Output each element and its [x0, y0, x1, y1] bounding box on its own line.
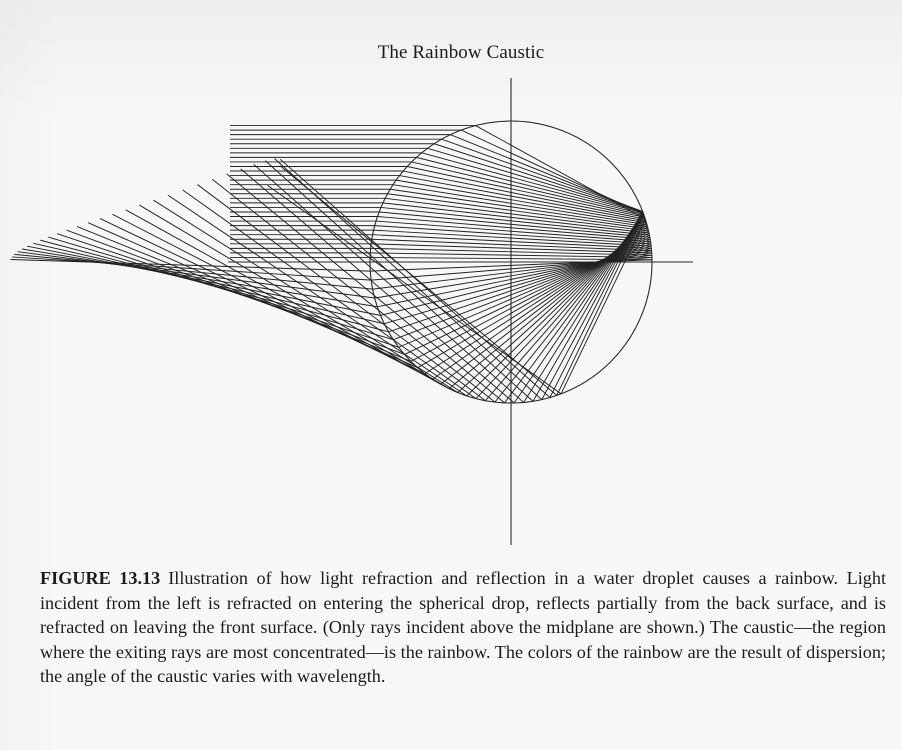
ray-refracted-14: [385, 197, 649, 232]
ray-refracted-20: [403, 170, 646, 220]
ray-refracted-9: [376, 220, 651, 243]
ray-refracted-7: [373, 229, 652, 247]
ray-refracted-12: [380, 206, 650, 236]
ray-exiting-29: [279, 165, 558, 396]
ray-exiting-28: [279, 158, 551, 398]
ray-refracted-4: [371, 243, 652, 254]
ray-exiting-7: [33, 242, 385, 325]
ray-exiting-24: [240, 168, 515, 404]
ray-refracted-18: [396, 179, 647, 224]
ray-refracted-26: [434, 143, 643, 212]
ray-refracted-8: [374, 225, 651, 245]
ray-refracted-5: [371, 238, 652, 252]
ray-exiting-20: [182, 189, 477, 399]
ray-refracted-29: [460, 129, 644, 215]
ray-refracted-23: [416, 156, 644, 215]
ray-refracted-24: [421, 152, 644, 214]
light-rays: [10, 125, 652, 404]
figure-label: FIGURE 13.13: [40, 568, 161, 588]
ray-refracted-13: [382, 202, 650, 234]
ray-exiting-22: [211, 178, 496, 403]
ray-refracted-6: [372, 234, 652, 249]
ray-reflected-24: [513, 212, 644, 404]
ray-refracted-25: [427, 147, 644, 213]
ray-reflected-28: [549, 211, 644, 398]
ray-exiting-3: [14, 253, 373, 290]
ray-refracted-10: [377, 216, 651, 240]
ray-exiting-16: [125, 209, 441, 385]
ray-exiting-18: [153, 199, 458, 393]
ray-refracted-19: [399, 175, 646, 222]
ray-exiting-17: [139, 204, 450, 390]
ray-reflected-29: [556, 213, 645, 396]
ray-refracted-30: [475, 125, 646, 220]
ray-refracted-21: [407, 166, 645, 218]
ray-reflected-27: [541, 211, 644, 400]
ray-refracted-16: [390, 188, 648, 228]
water-droplet: [369, 120, 653, 404]
ray-reflected-30: [560, 218, 646, 395]
ray-refracted-15: [387, 193, 649, 230]
ray-exiting-21: [197, 184, 486, 402]
ray-exiting-25: [253, 163, 525, 403]
figure-title: The Rainbow Caustic: [377, 42, 545, 63]
ray-exiting-23: [226, 173, 505, 404]
ray-exiting-26: [264, 160, 534, 402]
ray-exiting-11: [66, 229, 405, 355]
ray-refracted-2: [370, 252, 652, 258]
ray-exiting-30: [267, 184, 562, 395]
ray-exiting-10: [56, 233, 399, 348]
ray-reflected-25: [523, 211, 644, 403]
ray-exiting-15: [112, 213, 433, 380]
ray-refracted-22: [411, 161, 645, 217]
ray-refracted-11: [379, 211, 650, 238]
ray-reflected-26: [532, 211, 644, 402]
ray-exiting-5: [21, 248, 378, 308]
caption-text: Illustration of how light refraction and…: [40, 568, 887, 686]
ray-refracted-3: [370, 247, 652, 256]
ray-refracted-17: [393, 184, 648, 226]
ray-exiting-19: [167, 194, 467, 397]
